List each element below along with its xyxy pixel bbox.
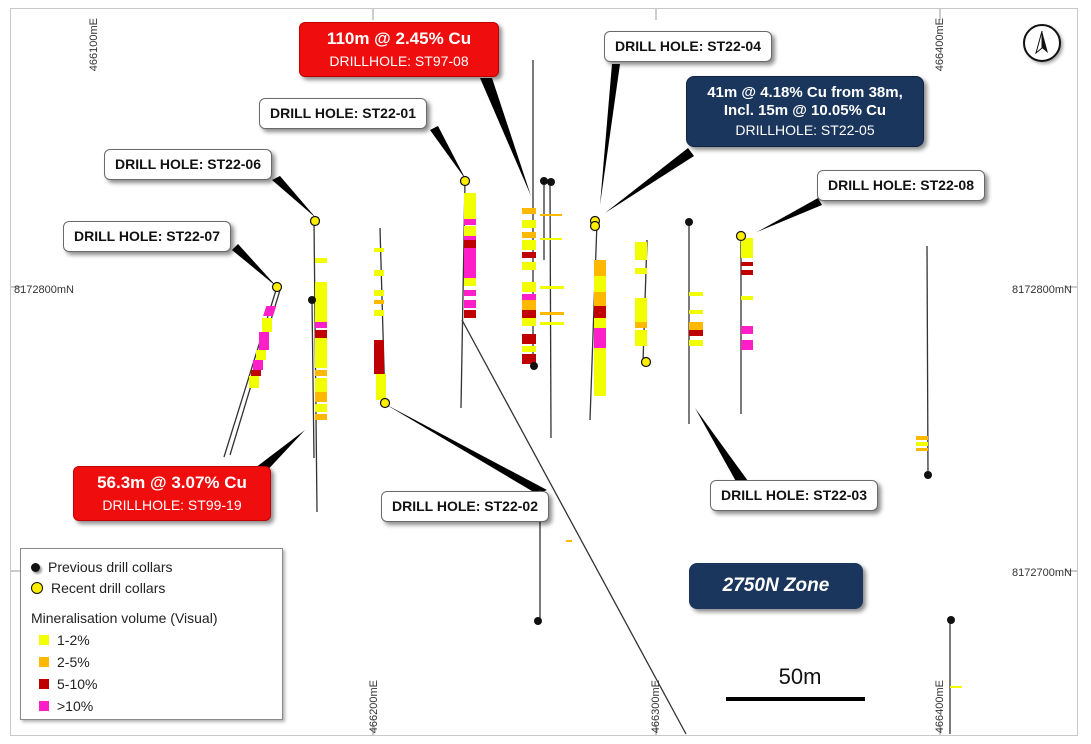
callout-st22-05-hole: DRILLHOLE: ST22-05 xyxy=(735,122,875,138)
callout-st99-19-grade: 56.3m @ 3.07% Cu xyxy=(97,473,247,492)
callout-st22-08: DRILL HOLE: ST22-08 xyxy=(817,170,985,201)
previous-drill-collars xyxy=(308,177,955,625)
legend-class-1: 1-2% xyxy=(39,632,90,648)
callout-st99-19: 56.3m @ 3.07% Cu DRILLHOLE: ST99-19 xyxy=(73,466,271,522)
recent-drill-collars xyxy=(271,175,747,409)
callout-st22-03: DRILL HOLE: ST22-03 xyxy=(710,480,878,511)
previous-collar-symbol xyxy=(31,562,40,572)
callout-st22-05-incl: Incl. 15m @ 10.05% Cu xyxy=(723,102,887,119)
coord-8172800mn-right: 8172800mN xyxy=(1012,284,1072,296)
callout-st97-08-grade: 110m @ 2.45% Cu xyxy=(326,29,472,48)
callout-st22-02: DRILL HOLE: ST22-02 xyxy=(381,491,549,522)
callout-st99-19-hole: DRILLHOLE: ST99-19 xyxy=(102,497,242,514)
legend-class-2: 2-5% xyxy=(39,654,90,670)
legend-swatch-2 xyxy=(39,657,49,667)
coord-466100me: 466100mE xyxy=(88,18,100,72)
legend-title-text: Mineralisation volume (Visual) xyxy=(31,610,218,626)
scale-bar xyxy=(726,697,865,701)
north-arrow-icon xyxy=(1023,24,1061,62)
legend-class-2-label: 2-5% xyxy=(57,654,90,670)
coord-466300me: 466300mE xyxy=(650,680,662,734)
legend: Previous drill collars Recent drill coll… xyxy=(20,548,283,720)
legend-recent-collars: Recent drill collars xyxy=(31,580,165,596)
legend-class-3-label: 5-10% xyxy=(57,676,98,692)
legend-swatch-3 xyxy=(39,679,49,689)
legend-class-3: 5-10% xyxy=(39,676,97,692)
callout-st97-08: 110m @ 2.45% Cu DRILLHOLE: ST97-08 xyxy=(299,22,499,78)
callout-st22-06: DRILL HOLE: ST22-06 xyxy=(104,149,272,180)
legend-swatch-1 xyxy=(39,635,49,645)
legend-class-4-label: >10% xyxy=(57,698,94,714)
legend-previous-collars-label: Previous drill collars xyxy=(48,559,173,575)
legend-class-4: >10% xyxy=(39,698,93,714)
mineralisation-intervals xyxy=(249,193,962,688)
callout-st22-05: 41m @ 4.18% Cu from 38m, Incl. 15m @ 10.… xyxy=(686,76,924,147)
legend-swatch-4 xyxy=(39,701,49,711)
drill-traces xyxy=(223,60,951,735)
callout-st97-08-hole: DRILLHOLE: ST97-08 xyxy=(329,53,469,70)
legend-title: Mineralisation volume (Visual) xyxy=(31,610,217,626)
callout-leaders xyxy=(232,64,822,494)
recent-collar-symbol xyxy=(31,582,43,594)
zone-label: 2750N Zone xyxy=(689,563,863,609)
coord-8172700mn-right: 8172700mN xyxy=(1012,567,1072,579)
scale-label: 50m xyxy=(778,664,822,689)
grid-ticks xyxy=(10,8,1078,736)
coord-466200me: 466200mE xyxy=(368,680,380,734)
legend-recent-collars-label: Recent drill collars xyxy=(51,580,166,596)
coord-466400me: 466400mE xyxy=(934,18,946,72)
coord-8172800mn-left: 8172800mN xyxy=(14,284,74,296)
legend-previous-collars: Previous drill collars xyxy=(31,559,172,575)
coord-466400me-bottom: 466400mE xyxy=(934,680,946,734)
legend-class-1-label: 1-2% xyxy=(57,632,90,648)
callout-st22-07: DRILL HOLE: ST22-07 xyxy=(63,221,231,252)
callout-st22-01: DRILL HOLE: ST22-01 xyxy=(259,98,427,129)
callout-st22-05-grade: 41m @ 4.18% Cu from 38m, xyxy=(707,84,903,101)
callout-st22-04: DRILL HOLE: ST22-04 xyxy=(604,31,772,62)
